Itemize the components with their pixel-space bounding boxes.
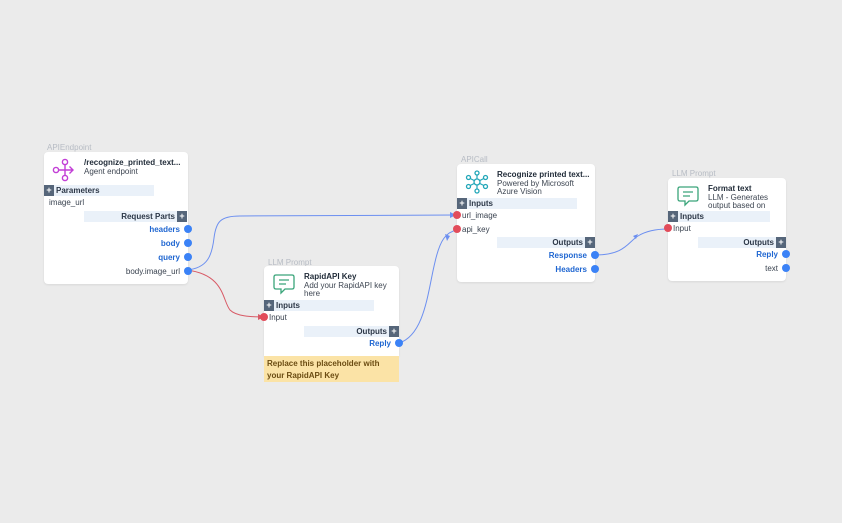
port-body[interactable] xyxy=(184,239,192,247)
chat-prompt-icon xyxy=(273,274,295,295)
wire-body-image-url-to-url-image xyxy=(186,214,457,271)
port-query[interactable] xyxy=(184,253,192,261)
port-input[interactable] xyxy=(260,313,268,321)
port-reply[interactable] xyxy=(782,250,790,258)
node-title: Recognize printed text... xyxy=(497,170,590,179)
arrow-format-input xyxy=(633,234,638,239)
node-subtitle: LLM - Generates output based on xyxy=(708,193,769,210)
output-reply: Reply xyxy=(369,339,391,348)
outputs-section[interactable]: Outputs + xyxy=(698,237,786,248)
outputs-section[interactable]: Outputs + xyxy=(304,326,399,337)
inputs-label: Inputs xyxy=(680,212,704,221)
chat-prompt-icon xyxy=(677,186,699,207)
outputs-label: Outputs xyxy=(356,327,387,336)
output-headers: headers xyxy=(149,225,180,234)
output-response: Response xyxy=(548,251,587,260)
api-call-node[interactable]: Recognize printed text... Powered by Mic… xyxy=(453,164,599,282)
input-label: Input xyxy=(269,313,287,322)
inputs-label: Inputs xyxy=(276,301,300,310)
node-type-label: LLM Prompt xyxy=(672,169,716,178)
parameters-label: Parameters xyxy=(56,186,100,195)
wire-body-image-url-to-rapidapi-input xyxy=(186,269,265,318)
port-url-image[interactable] xyxy=(453,211,461,219)
inputs-section[interactable]: + Inputs xyxy=(668,211,770,222)
add-request-part-icon[interactable]: + xyxy=(177,211,187,222)
node-title: Format text xyxy=(708,184,752,193)
node-type-label: LLM Prompt xyxy=(268,258,312,267)
wire-reply-to-api-key xyxy=(398,229,458,344)
port-text[interactable] xyxy=(782,264,790,272)
node-type-label: APIEndpoint xyxy=(47,143,92,152)
output-text: text xyxy=(765,264,778,273)
format-text-node[interactable]: Format text LLM - Generates output based… xyxy=(664,178,790,281)
output-reply: Reply xyxy=(756,250,778,259)
add-output-icon[interactable]: + xyxy=(776,237,786,248)
outputs-section[interactable]: Outputs + xyxy=(497,237,595,248)
outputs-label: Outputs xyxy=(743,238,774,247)
wire-response-to-format-input xyxy=(594,228,669,256)
outputs-label: Outputs xyxy=(552,238,583,247)
add-input-icon[interactable]: + xyxy=(264,300,274,311)
endpoint-icon xyxy=(52,158,74,182)
rapidapi-key-node[interactable]: RapidAPI Key Add your RapidAPI key here … xyxy=(260,266,403,356)
input-label: Input xyxy=(673,224,691,233)
add-output-icon[interactable]: + xyxy=(389,326,399,337)
node-header: Format text LLM - Generates output based… xyxy=(676,184,780,212)
node-type-label: APICall xyxy=(461,155,488,164)
arrow-api-key xyxy=(445,234,450,241)
output-body-image-url: body.image_url xyxy=(125,267,180,276)
request-parts-label: Request Parts xyxy=(121,212,175,221)
placeholder-note: Replace this placeholder with your Rapid… xyxy=(264,356,399,382)
port-response[interactable] xyxy=(591,251,599,259)
node-header: RapidAPI Key Add your RapidAPI key here xyxy=(272,272,393,300)
node-header: /recognize_printed_text... Agent endpoin… xyxy=(52,158,182,186)
node-subtitle: Add your RapidAPI key here xyxy=(304,281,387,298)
add-parameter-icon[interactable]: + xyxy=(44,185,54,196)
inputs-section[interactable]: + Inputs xyxy=(264,300,374,311)
add-input-icon[interactable]: + xyxy=(668,211,678,222)
output-query: query xyxy=(158,253,180,262)
add-output-icon[interactable]: + xyxy=(585,237,595,248)
input-url-image: url_image xyxy=(462,211,498,220)
request-parts-section[interactable]: Request Parts + xyxy=(84,211,187,222)
port-body-image-url[interactable] xyxy=(184,267,192,275)
add-input-icon[interactable]: + xyxy=(457,198,467,209)
parameter-image-url: image_url xyxy=(49,198,85,207)
port-headers[interactable] xyxy=(591,265,599,273)
port-headers[interactable] xyxy=(184,225,192,233)
inputs-section[interactable]: + Inputs xyxy=(457,198,577,209)
output-headers: Headers xyxy=(555,265,587,274)
node-header: Recognize printed text... Powered by Mic… xyxy=(465,170,589,198)
node-title: /recognize_printed_text... xyxy=(84,158,181,167)
node-subtitle: Agent endpoint xyxy=(84,167,138,176)
node-subtitle: Powered by Microsoft Azure Vision xyxy=(497,179,574,196)
port-api-key[interactable] xyxy=(453,225,461,233)
port-reply[interactable] xyxy=(395,339,403,347)
parameters-section[interactable]: + Parameters xyxy=(44,185,154,196)
api-endpoint-node[interactable]: /recognize_printed_text... Agent endpoin… xyxy=(44,152,192,284)
api-call-icon xyxy=(465,170,489,194)
port-input[interactable] xyxy=(664,224,672,232)
input-api-key: api_key xyxy=(462,225,490,234)
inputs-label: Inputs xyxy=(469,199,493,208)
node-title: RapidAPI Key xyxy=(304,272,357,281)
output-body: body xyxy=(160,239,180,248)
